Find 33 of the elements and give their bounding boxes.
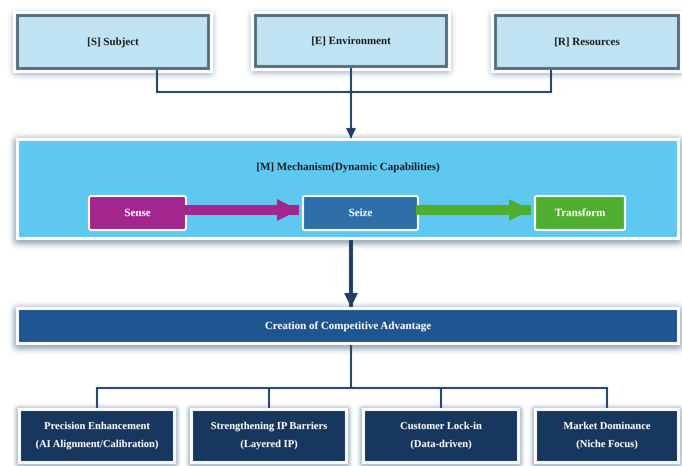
node-text: Customer Lock-in [400,420,482,434]
node-text: [M] Mechanism(Dynamic Capabilities) [256,160,440,175]
node-text: [R] Resources [554,34,620,50]
node-text: Market Dominance [563,420,651,434]
factor-box [254,14,448,68]
node-text: Sense [124,206,151,221]
advantage-box [190,408,348,464]
node-text: (Data-driven) [410,438,472,452]
node-text: Strengthening IP Barriers [210,420,328,434]
advantage-box [362,408,520,464]
node-text: Transform [554,206,606,221]
node-text: (Niche Focus) [576,438,638,452]
connector-line [350,345,608,408]
node-text: Creation of Competitive Advantage [264,318,432,334]
outcome-bar [16,307,680,345]
advantage-box [18,408,176,464]
node-text: (AI Alignment/Calibration) [36,438,158,452]
block-arrow [416,199,531,221]
stage-box [302,195,419,231]
node-text: [S] Subject [87,34,139,50]
factor-box [16,14,210,70]
factor-box [494,14,680,70]
stage-box [88,195,187,231]
arrow [346,70,552,138]
node-text: [E] Environment [311,34,391,49]
node-text: Seize [348,206,372,221]
advantage-box [534,408,680,464]
node-text: (Layered IP) [240,438,298,452]
arrow [344,240,358,307]
stage-box [534,195,626,231]
node-text: Precision Enhancement [44,420,150,434]
block-arrow [184,199,299,221]
mechanism-panel [16,138,680,240]
